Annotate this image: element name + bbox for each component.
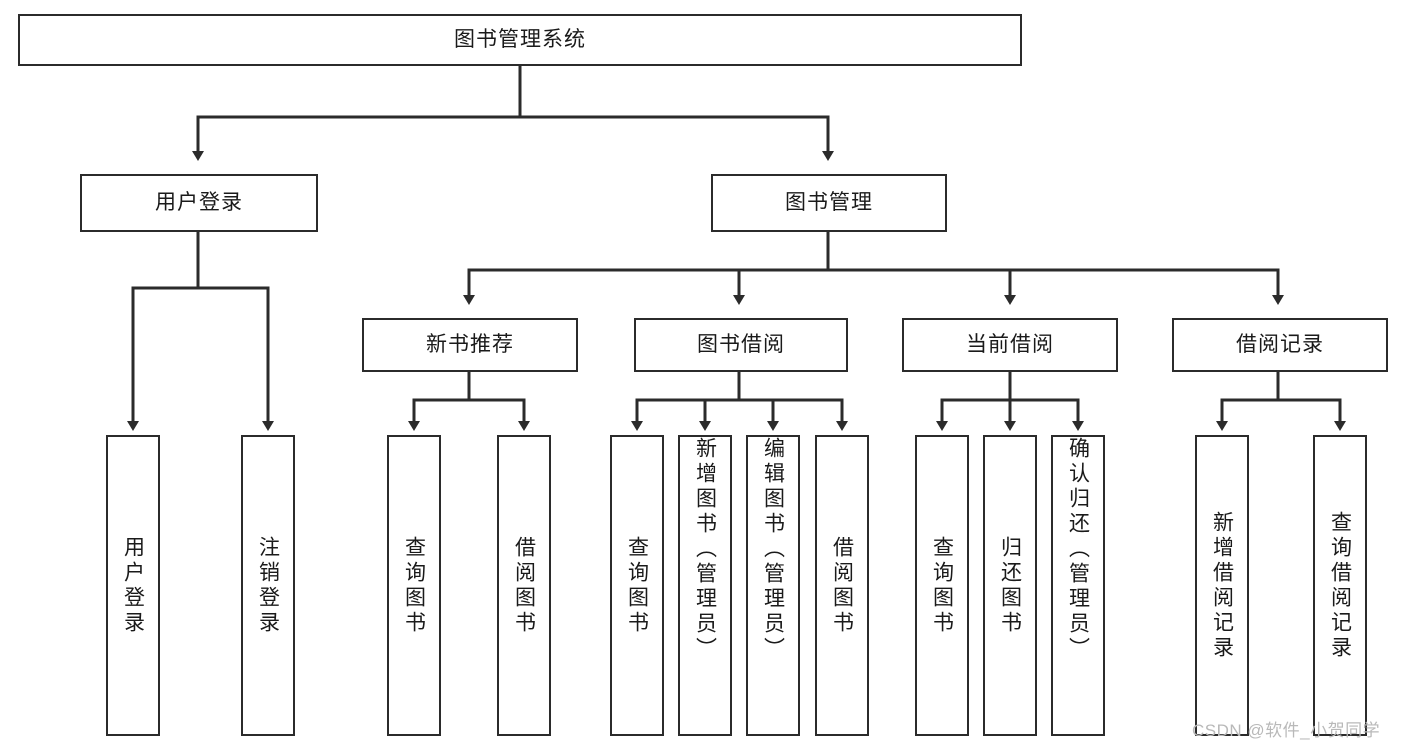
node-borrow-record[interactable]: 借阅记录 [1172,318,1388,372]
leaf-return-book[interactable]: 归还图书 [983,435,1037,736]
leaf-borrow-book-label: 借阅图书 [830,535,854,636]
node-user-login-label: 用户登录 [155,190,243,214]
node-new-book-recommend-label: 新书推荐 [426,332,514,356]
node-current-borrow[interactable]: 当前借阅 [902,318,1118,372]
watermark: CSDN @软件_小贺同学 [1192,721,1381,740]
node-root[interactable]: 图书管理系统 [18,14,1022,66]
leaf-query-borrow-record[interactable]: 查询借阅记录 [1313,435,1367,736]
leaf-query-book-borrow[interactable]: 查询图书 [610,435,664,736]
leaf-logout-label: 注销登录 [256,535,280,636]
node-book-management-label: 图书管理 [785,190,873,214]
leaf-add-book-admin-label: 新增图书（管理员） [693,437,717,662]
leaf-query-book-new-label: 查询图书 [402,535,426,636]
leaf-borrow-book-new[interactable]: 借阅图书 [497,435,551,736]
node-new-book-recommend[interactable]: 新书推荐 [362,318,578,372]
leaf-borrow-book[interactable]: 借阅图书 [815,435,869,736]
leaf-query-book-new[interactable]: 查询图书 [387,435,441,736]
leaf-edit-book-admin[interactable]: 编辑图书（管理员） [746,435,800,736]
leaf-confirm-return-admin-label: 确认归还（管理员） [1066,437,1090,662]
leaf-query-borrow-record-label: 查询借阅记录 [1328,510,1352,661]
node-user-login[interactable]: 用户登录 [80,174,318,232]
node-book-borrow[interactable]: 图书借阅 [634,318,848,372]
leaf-query-book-borrow-label: 查询图书 [625,535,649,636]
node-book-management[interactable]: 图书管理 [711,174,947,232]
node-book-borrow-label: 图书借阅 [697,332,785,356]
leaf-return-book-label: 归还图书 [998,535,1022,636]
leaf-edit-book-admin-label: 编辑图书（管理员） [761,437,785,662]
leaf-confirm-return-admin[interactable]: 确认归还（管理员） [1051,435,1105,736]
leaf-add-book-admin[interactable]: 新增图书（管理员） [678,435,732,736]
node-current-borrow-label: 当前借阅 [966,332,1054,356]
leaf-borrow-book-new-label: 借阅图书 [512,535,536,636]
leaf-query-book-current-label: 查询图书 [930,535,954,636]
leaf-user-login-label: 用户登录 [121,535,145,636]
node-borrow-record-label: 借阅记录 [1236,332,1324,356]
leaf-add-borrow-record-label: 新增借阅记录 [1210,510,1234,661]
leaf-user-login[interactable]: 用户登录 [106,435,160,736]
node-root-label: 图书管理系统 [454,27,586,51]
leaf-query-book-current[interactable]: 查询图书 [915,435,969,736]
leaf-logout[interactable]: 注销登录 [241,435,295,736]
leaf-add-borrow-record[interactable]: 新增借阅记录 [1195,435,1249,736]
